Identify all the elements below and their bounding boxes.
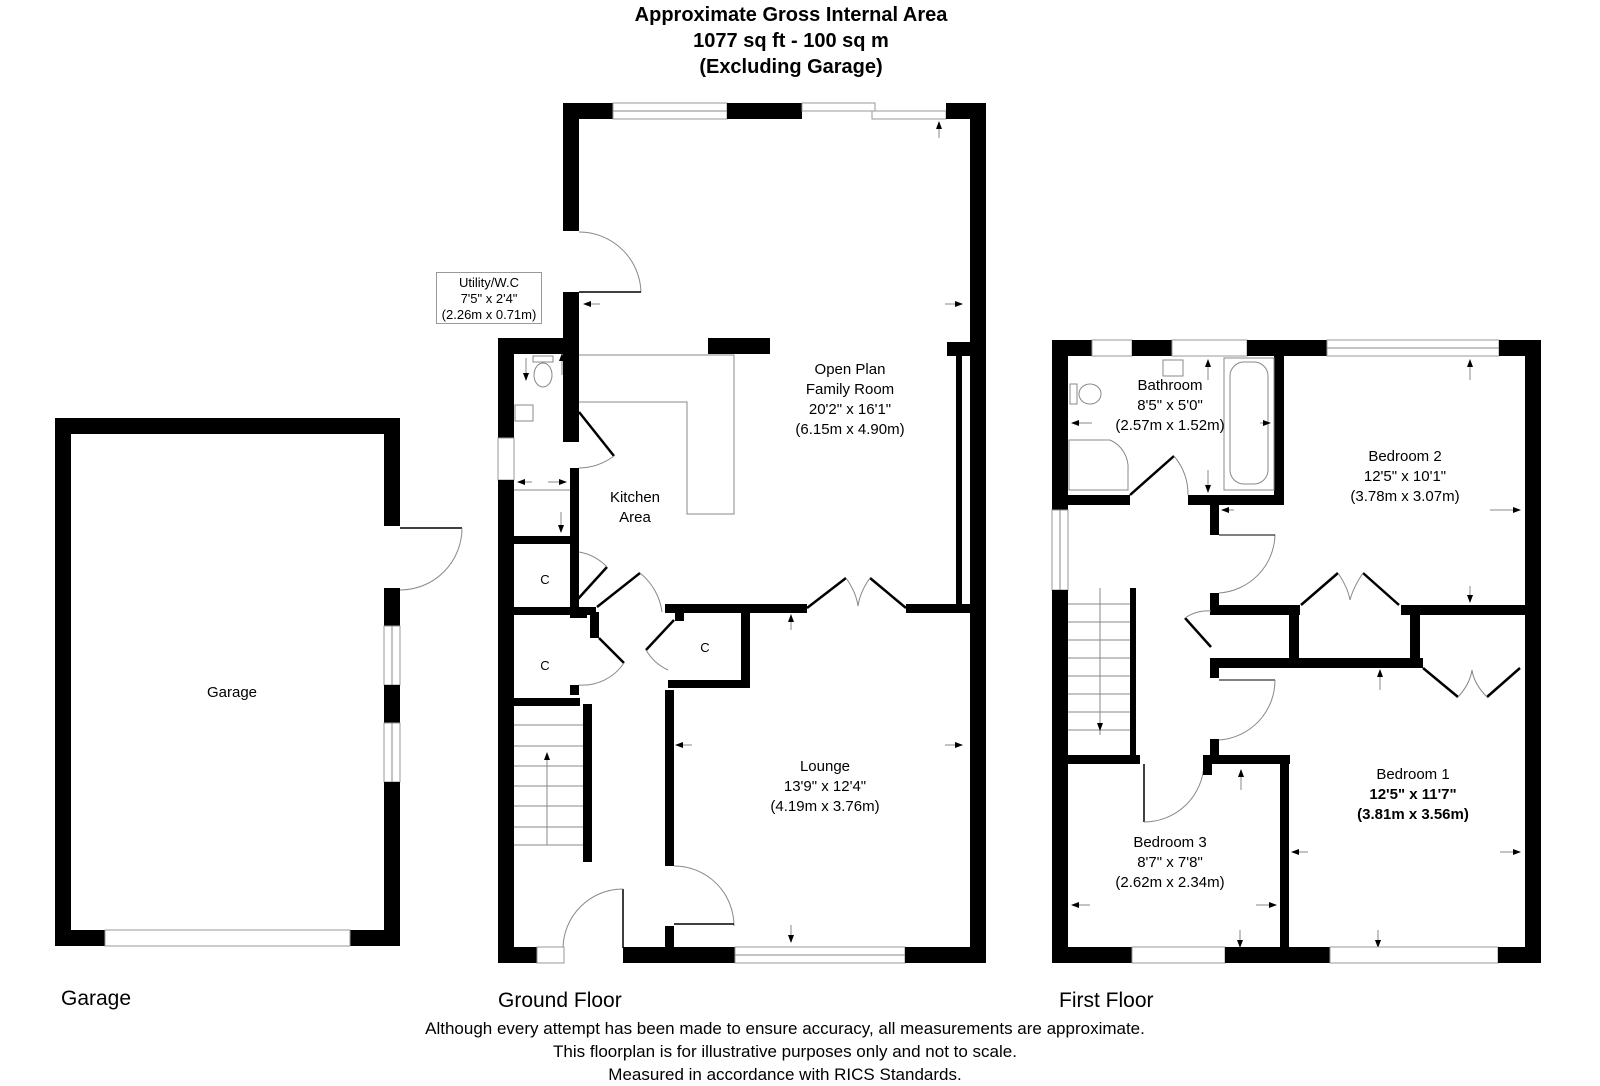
room-dims-imperial: 12'5" x 11'7": [1369, 786, 1457, 803]
room-label-cupboard-1: C: [540, 572, 550, 587]
area-header: Approximate Gross Internal Area 1077 sq …: [0, 2, 1600, 80]
room-dims-metric: (3.81m x 3.56m): [1357, 806, 1469, 823]
room-name-line1: Kitchen: [609, 489, 661, 506]
header-area: 1077 sq ft - 100 sq m: [693, 30, 889, 52]
room-label-bedroom-3: Bedroom 3 8'7" x 7'8" (2.62m x 2.34m): [1100, 833, 1240, 893]
room-name: Garage: [206, 684, 258, 701]
room-dims-imperial: 8'7" x 7'8": [1137, 854, 1203, 871]
disclaimer-line2: This floorplan is for illustrative purpo…: [553, 1042, 1017, 1061]
header-title: Approximate Gross Internal Area: [634, 4, 948, 26]
ground-floor-plan: [497, 102, 986, 964]
room-dims-metric: (4.19m x 3.76m): [770, 798, 880, 815]
room-name: Bathroom: [1137, 377, 1203, 394]
room-name: Bedroom 2: [1368, 448, 1442, 465]
room-dims-metric: (6.15m x 4.90m): [795, 421, 905, 438]
garage-plan: [55, 418, 463, 947]
room-name-line2: Family Room: [805, 381, 895, 398]
room-dims-imperial: 13'9" x 12'4": [783, 778, 867, 795]
first-floor-plan: [1051, 339, 1541, 964]
room-label-garage: Garage: [182, 683, 282, 703]
header-note: (Excluding Garage): [699, 56, 883, 78]
room-label-cupboard-3: C: [700, 640, 710, 655]
room-dims-imperial: 20'2" x 16'1": [808, 401, 892, 418]
room-label-utility-wc: Utility/W.C 7'5" x 2'4" (2.26m x 0.71m): [436, 272, 542, 324]
room-label-bathroom: Bathroom 8'5" x 5'0" (2.57m x 1.52m): [1100, 376, 1240, 436]
room-dims-metric: (3.78m x 3.07m): [1350, 488, 1460, 505]
room-name: Lounge: [799, 758, 851, 775]
room-dims-metric: (2.62m x 2.34m): [1115, 874, 1225, 891]
room-dims-metric: (2.57m x 1.52m): [1115, 417, 1225, 434]
room-name-line2: Area: [619, 509, 651, 526]
room-name: Utility/W.C: [459, 275, 519, 290]
room-name-line1: Open Plan: [814, 361, 886, 378]
floor-label-garage: Garage: [61, 987, 132, 1010]
disclaimer: Although every attempt has been made to …: [0, 1017, 1600, 1086]
room-label-bedroom-1: Bedroom 1 12'5" x 11'7" (3.81m x 3.56m): [1343, 765, 1483, 825]
disclaimer-line1: Although every attempt has been made to …: [425, 1019, 1145, 1038]
disclaimer-line3: Measured in accordance with RICS Standar…: [608, 1065, 962, 1084]
floor-label-first: First Floor: [1059, 989, 1154, 1012]
room-label-bedroom-2: Bedroom 2 12'5" x 10'1" (3.78m x 3.07m): [1335, 447, 1475, 507]
room-dims-imperial: 12'5" x 10'1": [1363, 468, 1447, 485]
room-name: Bedroom 1: [1376, 766, 1450, 783]
room-label-kitchen: Kitchen Area: [595, 488, 675, 528]
room-name: Bedroom 3: [1133, 834, 1207, 851]
room-label-cupboard-2: C: [540, 658, 550, 673]
room-label-family-room: Open Plan Family Room 20'2" x 16'1" (6.1…: [780, 360, 920, 440]
room-dims-imperial: 8'5" x 5'0": [1137, 397, 1203, 414]
room-dims-imperial: 7'5" x 2'4": [460, 291, 518, 306]
floor-label-ground: Ground Floor: [498, 989, 622, 1012]
room-label-lounge: Lounge 13'9" x 12'4" (4.19m x 3.76m): [760, 757, 890, 817]
room-dims-metric: (2.26m x 0.71m): [441, 307, 537, 322]
